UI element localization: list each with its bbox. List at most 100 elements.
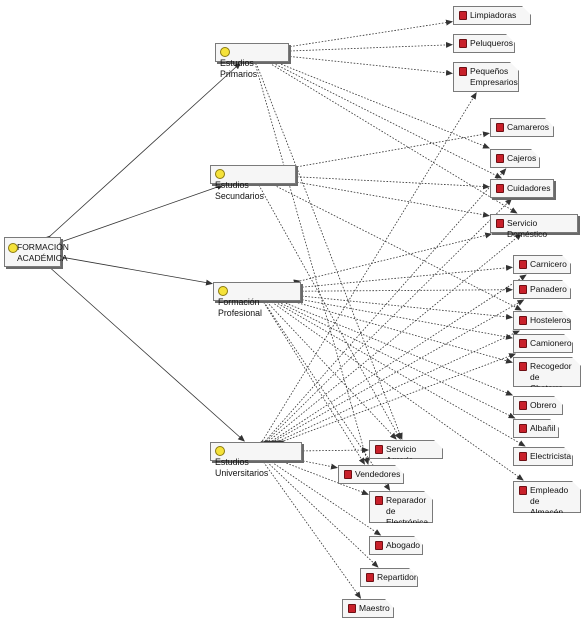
edge-profesional-hosteleros (295, 292, 513, 320)
concept-icon (215, 168, 225, 179)
edge-universitarios-camionero (277, 353, 517, 446)
node-maestro[interactable]: Maestro (342, 599, 394, 618)
node-servicio-domestico[interactable]: Servicio Doméstico (490, 214, 578, 239)
node-label: Electricista (530, 451, 572, 461)
node-limpiadoras[interactable]: Limpiadoras (453, 6, 531, 25)
node-electricista[interactable]: Electricista (513, 447, 573, 466)
job-icon (459, 67, 467, 76)
job-icon (496, 154, 504, 163)
job-icon (519, 486, 527, 495)
job-icon (519, 362, 527, 371)
node-vendedores[interactable]: Vendedores (338, 465, 404, 484)
node-formacion-academica[interactable]: FORMACIÓN ACADÉMICA (4, 237, 69, 267)
job-icon (344, 470, 352, 479)
node-cuidadores[interactable]: Cuidadores (490, 179, 554, 198)
node-servicio-agrario[interactable]: Servicio Agrario (369, 440, 443, 459)
node-label: Formación Profesional (218, 297, 263, 318)
edge-primarios-pequenos (283, 52, 453, 76)
node-hosteleros[interactable]: Hosteleros (513, 311, 571, 330)
node-label: Empleado de Almacén (530, 485, 569, 517)
edge-universitarios-agrario (296, 447, 369, 454)
job-icon (519, 424, 527, 433)
node-label: Panadero (530, 284, 567, 294)
node-label: Carnicero (530, 259, 567, 269)
node-label: Maestro (359, 603, 390, 613)
node-estudios-primarios[interactable]: Estudios Primarios (215, 43, 289, 79)
edge-primarios-agrario (251, 56, 403, 440)
node-camareros[interactable]: Camareros (490, 118, 554, 137)
node-label: Cuidadores (507, 183, 551, 193)
job-icon (375, 445, 383, 454)
edge-profesional-carnicero (295, 264, 513, 291)
edge-root-profesional (55, 253, 213, 286)
node-label: Peluqueros (470, 38, 514, 48)
edge-profesional-electricista (268, 296, 526, 447)
node-estudios-universitarios[interactable]: Estudios Universitarios (210, 442, 302, 478)
node-formacion-profesional[interactable]: Formación Profesional (213, 282, 301, 318)
node-recogedor-de-chatarra[interactable]: Recogedor de Chatarra (513, 357, 581, 387)
edge-universitarios-hosteleros (272, 330, 521, 447)
edge-profesional-domestico (293, 232, 493, 286)
node-abogado[interactable]: Abogado (369, 536, 423, 555)
edge-profesional-camionero (295, 295, 513, 340)
node-estudios-secundarios[interactable]: Estudios Secundarios (210, 165, 296, 201)
edge-universitarios-pequenos (256, 92, 477, 448)
edge-layer (43, 19, 527, 599)
job-icon (496, 219, 504, 228)
edge-root-primarios (43, 62, 242, 243)
node-label: Cajeros (507, 153, 537, 163)
job-icon (496, 184, 504, 193)
job-icon (348, 604, 356, 613)
job-icon (519, 260, 527, 269)
edge-universitarios-maestro (257, 455, 362, 599)
node-label: Abogado (386, 540, 421, 550)
edge-universitarios-panadero (267, 299, 525, 447)
job-icon (375, 541, 383, 550)
node-label: Limpiadoras (470, 10, 517, 20)
node-peluqueros[interactable]: Peluqueros (453, 34, 515, 53)
edge-universitarios-domestico (262, 233, 522, 448)
edge-profesional-agrario (260, 295, 397, 440)
job-icon (519, 285, 527, 294)
node-label: Repartidor (377, 572, 417, 582)
node-empleado-de-almacen[interactable]: Empleado de Almacén (513, 481, 581, 513)
job-icon (519, 401, 527, 410)
edge-primarios-limpiadoras (283, 19, 453, 51)
node-label: Obrero (530, 400, 557, 410)
node-repartidor[interactable]: Repartidor (360, 568, 418, 587)
edge-universitarios-carnicero (265, 274, 527, 447)
node-reparador-de-electronica[interactable]: Reparador de Electrónica (369, 491, 433, 523)
node-albanil[interactable]: Albañil (513, 419, 559, 438)
node-label: Vendedores (355, 469, 401, 479)
node-label: Estudios Universitarios (215, 457, 269, 478)
concept-icon (220, 46, 230, 57)
job-icon (496, 123, 504, 132)
edge-root-universitarios (43, 261, 245, 442)
node-label: Albañil (530, 423, 556, 433)
node-label: Estudios Primarios (220, 58, 258, 79)
edge-universitarios-vendedores (296, 456, 338, 470)
node-label: Pequeños Empresarios (470, 66, 518, 87)
concept-icon (215, 445, 225, 456)
edge-root-secundarios (55, 184, 225, 247)
job-icon (459, 39, 467, 48)
node-camionero[interactable]: Camionero (513, 334, 573, 353)
job-icon (375, 496, 383, 505)
job-icon (366, 573, 374, 582)
node-label: Reparador de Electrónica (386, 495, 429, 527)
node-obrero[interactable]: Obrero (513, 396, 563, 415)
node-label: Camareros (507, 122, 550, 132)
node-panadero[interactable]: Panadero (513, 280, 571, 299)
node-label: Hosteleros (530, 315, 571, 325)
edge-profesional-obrero (276, 296, 514, 396)
node-label: Camionero (530, 338, 572, 348)
concept-icon (8, 243, 18, 253)
edge-primarios-vendedores (250, 56, 370, 465)
job-icon (459, 11, 467, 20)
job-icon (519, 316, 527, 325)
node-cajeros[interactable]: Cajeros (490, 149, 540, 168)
node-pequenos-empresarios[interactable]: Pequeños Empresarios (453, 62, 519, 92)
edge-universitarios-cajeros (259, 168, 507, 448)
node-carnicero[interactable]: Carnicero (513, 255, 571, 274)
